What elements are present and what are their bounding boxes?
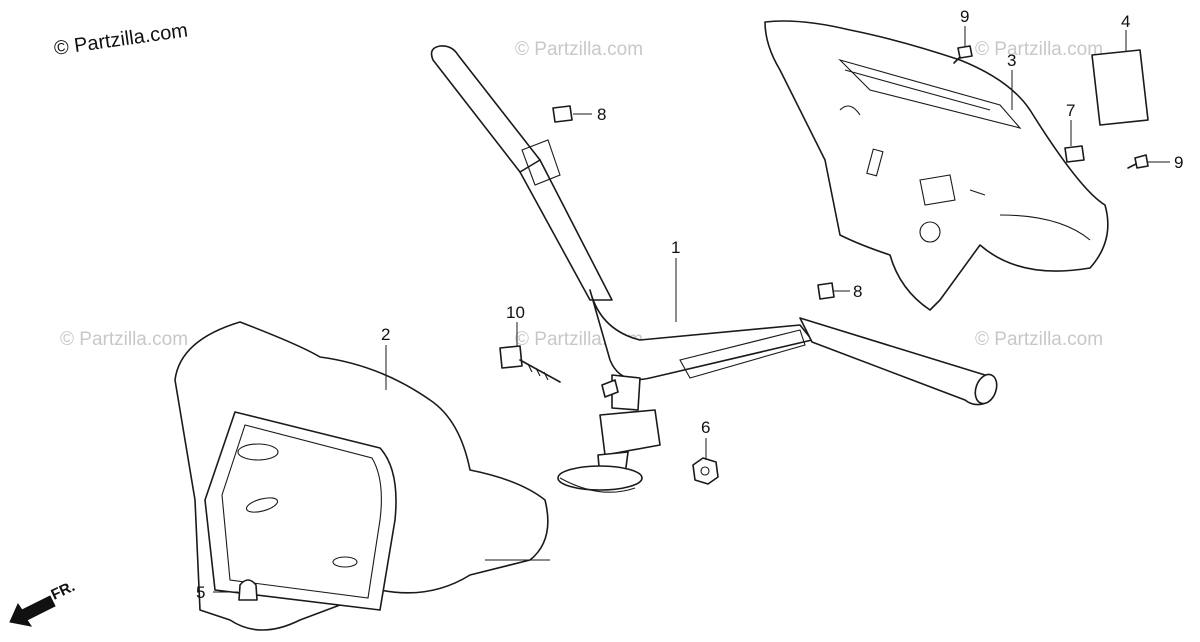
- rear-cover-part-3: [764, 20, 1109, 311]
- bolt-10: [499, 345, 561, 383]
- callout-10: 10: [506, 303, 525, 322]
- callout-7: 7: [1066, 101, 1075, 120]
- copyright-text: © Partzilla.com: [53, 19, 190, 60]
- screw-7: [1064, 145, 1085, 163]
- label-part-4: [1091, 49, 1149, 126]
- watermark: © Partzilla.com: [975, 39, 1103, 60]
- direction-label: FR.: [49, 578, 78, 604]
- callout-3: 3: [1007, 51, 1016, 70]
- callout-1: 1: [671, 238, 680, 257]
- callout-6: 6: [701, 418, 710, 437]
- callout-4: 4: [1121, 12, 1130, 31]
- callout-8-top: 8: [597, 105, 606, 124]
- callout-9-right: 9: [1174, 153, 1183, 172]
- callout-8-mid: 8: [853, 282, 862, 301]
- front-direction-arrow: FR.: [9, 578, 78, 627]
- watermark: © Partzilla.com: [60, 329, 188, 350]
- screw-9-top: [953, 45, 973, 64]
- watermark: © Partzilla.com: [515, 39, 643, 60]
- cap-5: [238, 579, 258, 601]
- front-cover-part-2: [174, 321, 550, 631]
- screw-8-mid: [817, 282, 835, 300]
- callout-5: 5: [196, 583, 205, 602]
- screw-9-right: [1127, 154, 1149, 169]
- nut-6: [692, 457, 719, 485]
- handlebar-part-1: [430, 45, 998, 493]
- callout-2: 2: [381, 325, 390, 344]
- callout-9-top: 9: [960, 7, 969, 26]
- watermark: © Partzilla.com: [975, 329, 1103, 350]
- screw-8-top: [552, 105, 573, 123]
